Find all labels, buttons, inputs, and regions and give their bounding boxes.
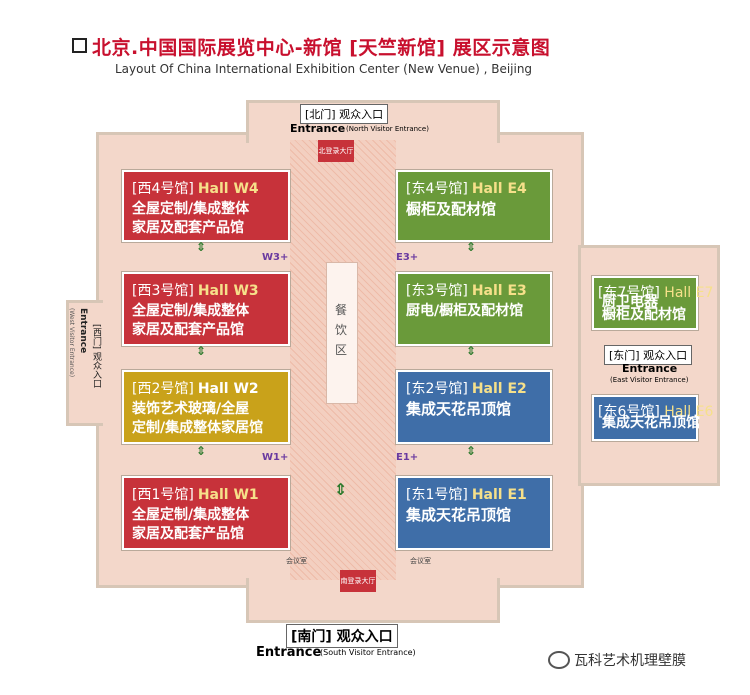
hall-e7-cn: [东7号馆] [598,285,660,301]
hall-w1-desc2: 家居及配套产品馆 [132,526,244,542]
hall-w1-cn: [西1号馆] [132,487,194,503]
hall-w4-en: Hall W4 [197,181,259,197]
hall-e6[interactable]: [东6号馆] Hall E6 集成天花吊顶馆 [592,395,713,441]
hall-w4-cn: [西4号馆] [132,181,194,197]
west-entrance-label: [西门] 观众入口 [91,324,101,388]
hall-e1-desc1: 集成天花吊顶馆 [406,506,512,524]
hall-e4-en: Hall E4 [471,181,527,197]
east-entrance-label[interactable]: [东门] 观众入口 [604,345,693,365]
hall-e3-desc1: 厨电/橱柜及配材馆 [406,303,524,319]
hall-e2[interactable]: [东2号馆]Hall E2 集成天花吊顶馆 [396,370,552,444]
service-desk-left: 会议室 [286,557,307,565]
hall-w1-desc1: 全屋定制/集成整体 [132,507,250,523]
hall-w3-desc2: 家居及配套产品馆 [132,322,244,338]
hall-w4-desc2: 家居及配套产品馆 [132,220,244,236]
hall-e6-en: Hall E6 [664,404,714,420]
marker-e1: E1+ [396,452,419,463]
arrow-center-icon: ⇕ [334,480,348,499]
marker-e3: E3+ [396,252,419,263]
hall-w2-en: Hall W2 [197,381,259,397]
map-subtitle: Layout Of China International Exhibition… [115,62,533,76]
north-entrance-sub: (North Visitor Entrance) [346,125,429,133]
hall-e7-desc1: 厨卫电器 [602,294,658,310]
arrow-west-1-icon: ⇕ [196,240,207,254]
south-entrance-sub: (South Visitor Entrance) [320,648,416,657]
food-court-area [326,262,358,404]
hall-w2[interactable]: [西2号馆]Hall W2 装饰艺术玻璃/全屋定制/集成整体家居馆 [122,370,290,444]
hall-e2-en: Hall E2 [471,381,527,397]
watermark-logo-icon [548,651,570,669]
hall-e6-cn: [东6号馆] [598,404,660,420]
hall-w4[interactable]: [西4号馆]Hall W4 全屋定制/集成整体家居及配套产品馆 [122,170,290,242]
hall-w3-en: Hall W3 [197,283,259,299]
hall-e2-desc1: 集成天花吊顶馆 [406,400,512,418]
food-court-char-2: 饮 [334,323,347,337]
arrow-east-3-icon: ⇕ [466,444,477,458]
west-entrance[interactable]: [西门] 观众入口 Entrance (West Visitor Entranc… [68,304,102,416]
arrow-east-1-icon: ⇕ [466,240,477,254]
west-entrance-en: Entrance [78,308,88,354]
hall-w2-desc1: 装饰艺术玻璃/全屋 [132,401,250,417]
east-entrance-en: Entrance [622,362,678,375]
arrow-west-2-icon: ⇕ [196,344,207,358]
south-entrance-label[interactable]: [南门] 观众入口 [286,624,398,648]
west-entrance-sub: (West Visitor Entrance) [68,308,75,378]
hall-w2-desc2: 定制/集成整体家居馆 [132,420,264,436]
hall-w3[interactable]: [西3号馆]Hall W3 全屋定制/集成整体家居及配套产品馆 [122,272,290,346]
hall-w1[interactable]: [西1号馆]Hall W1 全屋定制/集成整体家居及配套产品馆 [122,476,290,550]
hall-e6-desc1: 集成天花吊顶馆 [602,415,700,431]
marker-w1: W1+ [262,452,289,463]
arrow-west-3-icon: ⇕ [196,444,207,458]
hall-e4-cn: [东4号馆] [406,181,468,197]
service-desk-right: 会议室 [410,557,431,565]
hall-w3-cn: [西3号馆] [132,283,194,299]
hall-e1-en: Hall E1 [471,487,527,503]
north-entrance-en: Entrance [290,122,346,135]
east-entrance-sub: (East Visitor Entrance) [610,376,689,384]
hall-e4-desc1: 橱柜及配材馆 [406,200,497,218]
food-court-label: 餐 饮 区 [334,300,348,360]
hall-w4-desc1: 全屋定制/集成整体 [132,201,250,217]
hall-e2-cn: [东2号馆] [406,381,468,397]
hall-e3-en: Hall E3 [471,283,527,299]
map-title: 北京.中国国际展览中心-新馆 [天竺新馆] 展区示意图 [92,37,551,59]
north-lobby[interactable]: 北登录大厅 [318,140,354,162]
hall-e3[interactable]: [东3号馆]Hall E3 厨电/橱柜及配材馆 [396,272,552,346]
arrow-east-2-icon: ⇕ [466,344,477,358]
hall-e1-cn: [东1号馆] [406,487,468,503]
hall-e1[interactable]: [东1号馆]Hall E1 集成天花吊顶馆 [396,476,552,550]
south-entrance-en: Entrance [256,645,322,660]
watermark-text: 瓦科艺术机理壁膜 [574,653,686,669]
hall-w2-cn: [西2号馆] [132,381,194,397]
hall-e7-desc2: 橱柜及配材馆 [602,307,686,323]
south-lobby[interactable]: 南登录大厅 [340,570,376,592]
hall-e3-cn: [东3号馆] [406,283,468,299]
hall-e4[interactable]: [东4号馆]Hall E4 橱柜及配材馆 [396,170,552,242]
hall-e7-en: Hall E7 [664,285,714,301]
marker-w3: W3+ [262,252,289,263]
hall-e7[interactable]: [东7号馆] Hall E7 厨卫电器橱柜及配材馆 [592,276,713,330]
title-square-icon [72,38,87,53]
food-court-char-1: 餐 [334,303,347,317]
hall-w1-en: Hall W1 [197,487,259,503]
building-west-wing [66,300,103,426]
food-court-char-3: 区 [334,343,347,357]
hall-w3-desc1: 全屋定制/集成整体 [132,303,250,319]
north-entrance-label[interactable]: [北门] 观众入口 [300,104,389,124]
